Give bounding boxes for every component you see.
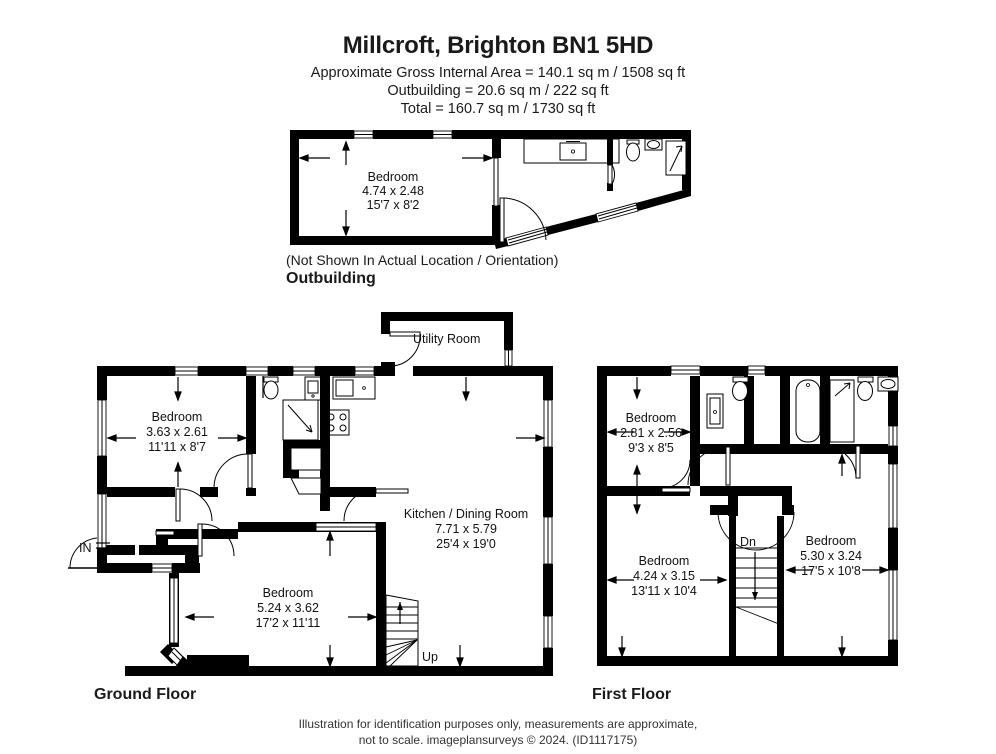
door-gf-bedroom1 [175,488,213,522]
gf-room1-imperial: 11'11 x 8'7 [148,440,206,454]
area-total: Total = 160.7 sq m / 1730 sq ft [400,101,596,117]
door-ob-bedroom [493,157,499,207]
window-gf-top-2 [245,366,269,376]
door-gf-hall-1 [213,453,253,489]
first-floor-title: First Floor [592,686,672,703]
door-gf-bedroom2 [155,523,235,557]
toilet-icon-ff-1 [732,376,749,401]
door-ff-ensuite [823,445,861,479]
ob-room-imperial: 15'7 x 8'2 [367,198,420,212]
outbuilding-note: (Not Shown In Actual Location / Orientat… [286,252,559,268]
basin-icon-ff-1 [706,393,724,429]
door-ff-bathroom [687,446,731,486]
window-ff-top-2 [747,365,766,375]
ff-room3-metric: 4.24 x 3.15 [633,569,695,583]
dim-arrows-ff [606,377,890,658]
ob-room-metric: 4.74 x 2.48 [362,184,424,198]
ff-room3-imperial: 13'11 x 10'4 [631,584,697,598]
door-gf-hall-2 [343,488,409,522]
footer-line-1: Illustration for identification purposes… [298,717,698,731]
ff-room1-imperial: 9'3 x 8'5 [628,441,674,455]
area-outbuilding: Outbuilding = 20.6 sq m / 222 sq ft [387,83,609,99]
window-ff-right-1 [888,425,898,447]
footer-line-2: not to scale. imageplansurveys © 2024. (… [358,733,638,747]
page-title: Millcroft, Brighton BN1 5HD [342,32,654,59]
area-gross-internal: Approximate Gross Internal Area = 140.1 … [310,65,686,81]
outbuilding-title: Outbuilding [286,270,376,287]
dim-arrows-ob [298,140,494,237]
toilet-icon-gf [263,376,279,400]
ground-floor-title: Ground Floor [94,686,197,703]
window-gf-right-3 [543,615,553,649]
window-utility-right [504,349,513,367]
shower-icon-ff [829,379,855,443]
gf-room1-name: Bedroom [152,410,203,424]
stairs-up-label: Up [422,650,438,664]
window-ff-right-2 [888,463,898,529]
window-gf-porch [151,563,173,573]
basin-icon-ff-2 [877,376,899,392]
toilet-icon-ff-2 [857,376,874,401]
ff-room3-name: Bedroom [639,554,690,568]
gf-room3-metric: 5.24 x 3.62 [257,601,319,615]
ob-door-lower [499,197,547,243]
cupboard-gf [290,447,322,495]
utility-room-label: Utility Room [413,332,480,346]
toilet-icon-ob [626,139,640,162]
ob-room-name: Bedroom [368,170,419,184]
ob-door-wc [607,164,616,185]
ff-room2-name: Bedroom [806,534,857,548]
gf-room2-imperial: 25'4 x 19'0 [436,537,496,551]
window-gf-top-4 [354,366,375,376]
shower-icon-ob [665,140,687,176]
kitchen-sink-gf [304,376,324,401]
window-ob-top-2 [432,130,453,139]
ff-room2-imperial: 17'5 x 10'8 [801,564,861,578]
window-gf-top-3 [292,366,316,376]
window-gf-left-2 [97,493,107,549]
gf-room2-name: Kitchen / Dining Room [404,507,528,521]
kitchen-hob-gf [324,409,350,436]
window-ff-top-1 [670,365,701,375]
door-ff-bedroom1 [661,459,691,493]
dim-arrows-gf [106,376,546,668]
window-gf-bedroom2-top [315,522,377,532]
door-ff-landing [710,505,795,551]
window-ff-right-3 [888,569,898,641]
kitchen-worktop-left [282,399,319,441]
bathtub-icon-ff [795,379,821,443]
ff-room1-name: Bedroom [626,411,677,425]
bay-window-gf [160,573,196,676]
window-ob-top-1 [353,130,374,139]
ob-glazed-wall [494,188,691,249]
window-gf-left-1 [97,399,107,457]
door-utility [389,331,421,367]
gf-room1-metric: 3.63 x 2.61 [146,425,208,439]
ff-room2-metric: 5.30 x 3.24 [800,549,862,563]
ob-counter [523,138,620,164]
window-gf-right-2 [543,516,553,565]
entrance-door [68,537,100,569]
gf-room3-name: Bedroom [263,586,314,600]
entrance-label: IN [79,541,92,555]
gf-room2-metric: 7.71 x 5.79 [435,522,497,536]
stairs-down-label: Dn [740,535,756,549]
ff-room1-metric: 2.81 x 2.56 [620,426,682,440]
gf-room3-imperial: 17'2 x 11'11 [256,616,321,630]
kitchen-sink-right [332,376,376,400]
window-gf-right-1 [543,399,553,448]
window-gf-top-1 [174,366,199,376]
stairs-down [729,537,785,656]
basin-icon-ob [644,138,663,151]
stairs-up [385,594,419,667]
